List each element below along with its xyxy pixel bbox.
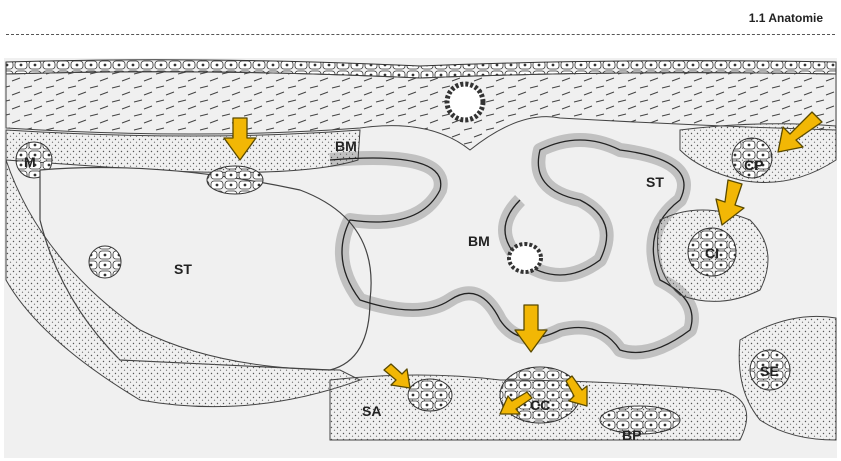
label-st-left: ST — [174, 261, 192, 277]
label-cc: CC — [530, 397, 550, 413]
label-bp: BP — [622, 427, 641, 443]
label-sa: SA — [362, 403, 381, 419]
cell-cluster-left — [89, 246, 121, 278]
embryo-section-drawing: M BM BM ST ST CP CI SE SA CC BP — [0, 40, 841, 461]
label-bm-center: BM — [468, 233, 490, 249]
cell-cluster-top-left — [207, 166, 263, 194]
label-cp: CP — [744, 157, 763, 173]
blood-vessel-center — [509, 244, 541, 272]
label-ci: CI — [705, 245, 719, 261]
page-header: 1.1 Anatomie — [0, 0, 841, 36]
label-m: M — [24, 154, 36, 170]
anatomy-illustration: M BM BM ST ST CP CI SE SA CC BP — [0, 40, 841, 461]
sa-cell-cluster — [408, 379, 452, 411]
label-st-right: ST — [646, 174, 664, 190]
section-title: 1.1 Anatomie — [749, 11, 823, 25]
label-bm-top: BM — [335, 138, 357, 154]
label-se: SE — [760, 363, 779, 379]
header-divider — [6, 34, 835, 35]
blood-vessel-top — [447, 84, 483, 120]
